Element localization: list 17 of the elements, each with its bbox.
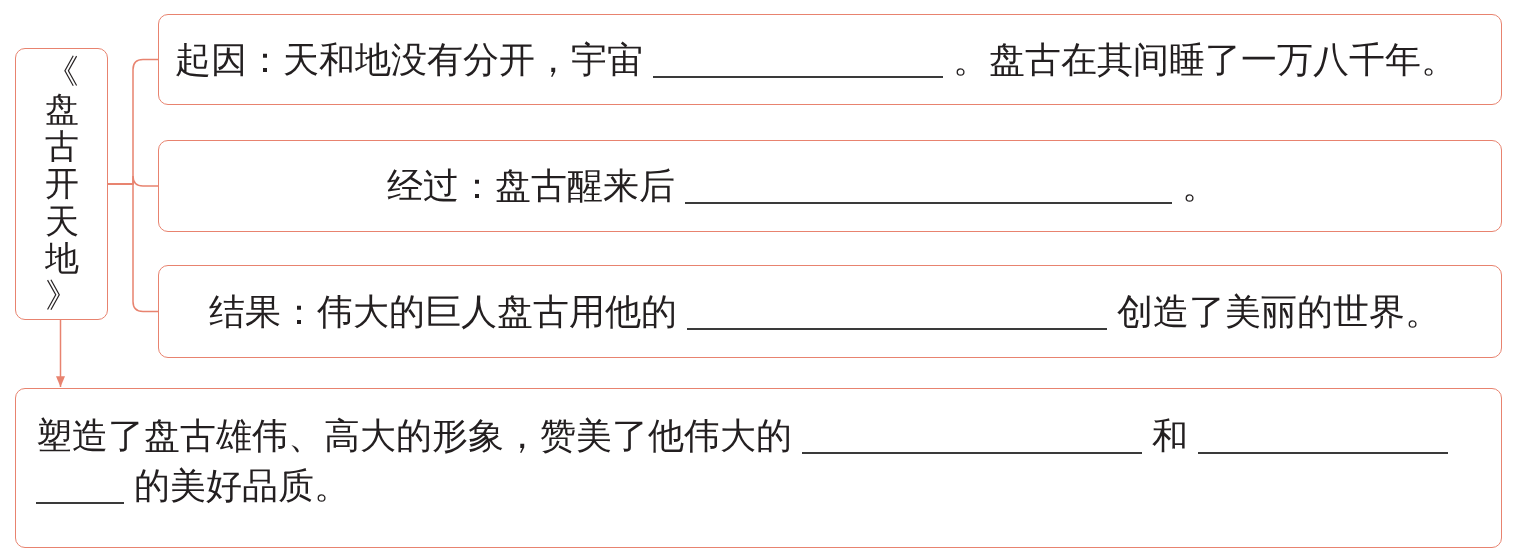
info-box — [158, 14, 1502, 105]
question-text: 和 — [1152, 415, 1188, 456]
question-text: 塑造了盘古雄伟、高大的形象，赞美了他伟大的 — [36, 415, 792, 456]
title-text: 《盘古开天地》 — [44, 53, 79, 315]
question-text: 。 — [1182, 165, 1218, 206]
question-text: 结果：伟大的巨人盘古用他的 — [209, 290, 677, 332]
question-text: 创造了美丽的世界。 — [1117, 290, 1441, 332]
question-text: 经过：盘古醒来后 — [387, 165, 675, 206]
connector-line — [107, 183, 159, 313]
info-box — [158, 265, 1502, 358]
arrow — [56, 319, 65, 388]
question-text: 。盘古在其间睡了一万八千年。 — [953, 38, 1457, 80]
title-box — [15, 48, 108, 320]
summary-box — [15, 388, 1502, 548]
question-text: 的美好品质。 — [134, 465, 350, 506]
info-box — [158, 140, 1502, 232]
question-text: 起因：天和地没有分开，宇宙 — [175, 38, 643, 80]
